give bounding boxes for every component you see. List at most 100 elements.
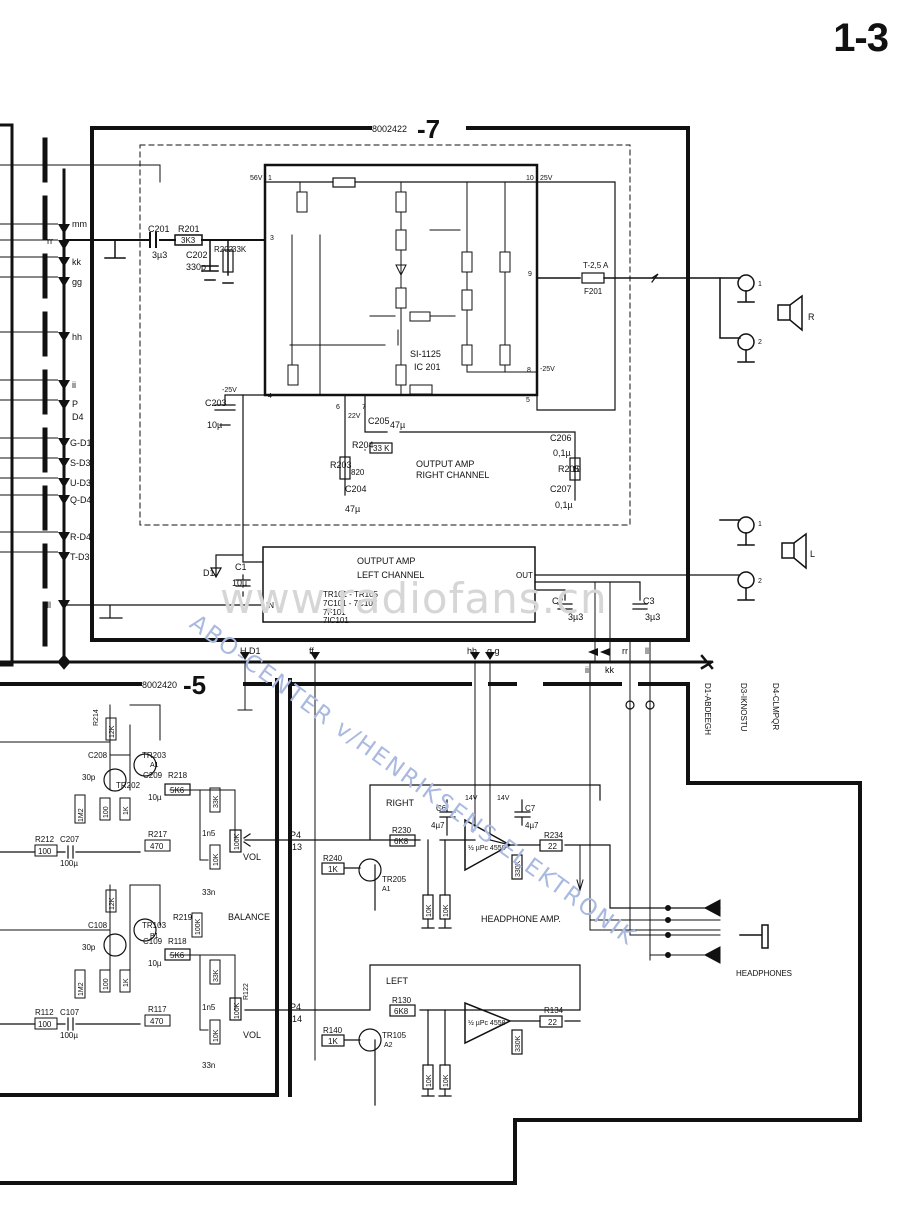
svg-text:4: 4 <box>268 393 272 400</box>
r205-ref: R205 <box>558 464 580 474</box>
c107-ref: C107 <box>60 1008 80 1017</box>
r134-val: 22 <box>548 1018 557 1027</box>
opamp-right <box>464 818 512 872</box>
r132-val: 10K <box>443 1074 450 1087</box>
r221-val: 10K <box>213 853 220 866</box>
r130-val: 6K8 <box>394 1007 409 1016</box>
ic201-pin10v: 25V <box>540 175 553 182</box>
r133-val: 330K <box>515 1035 522 1052</box>
r117-val: 470 <box>150 1017 164 1026</box>
bus-label-ll: ll <box>47 600 51 610</box>
svg-text:8: 8 <box>527 367 531 374</box>
c208-ref: C208 <box>88 751 108 760</box>
c3-ref: C3 <box>643 596 655 606</box>
label-p4-14: 14 <box>292 1014 302 1024</box>
label-p4-13: 13 <box>292 842 302 852</box>
r217-ref: R217 <box>148 830 168 839</box>
bus-label-kk: kk <box>72 257 82 267</box>
r234-ref: R234 <box>544 831 564 840</box>
tr203-ref: TR203 <box>142 751 167 760</box>
d1-ref: D1 <box>203 568 215 578</box>
tr102-symbol <box>103 933 127 957</box>
block7-ref: 8002422 <box>372 124 407 134</box>
r205-val: 10 <box>572 465 581 474</box>
r118-val: 5K6 <box>170 951 185 960</box>
bus-label-s-d3: S-D3 <box>70 458 91 468</box>
label-headphone-amp: HEADPHONE AMP. <box>481 914 561 924</box>
svg-text:3: 3 <box>270 235 274 242</box>
bus-bottom-rr: rr <box>622 646 628 656</box>
svg-text:6: 6 <box>336 404 340 411</box>
opamp-left <box>464 1001 512 1045</box>
bus-bottom-ii: ii <box>585 665 589 675</box>
bus-label-r-d4: R-D4 <box>70 532 91 542</box>
r204-ref: R204 <box>352 440 374 450</box>
r240-val: 1K <box>328 865 338 874</box>
c7-ref: C7 <box>525 804 536 813</box>
c108-ref: C108 <box>88 921 108 930</box>
c207b-val: 100µ <box>60 859 78 868</box>
label-p4-left: P4 <box>290 1002 301 1012</box>
r115-val: 100 <box>103 978 110 990</box>
block5-ref: 8002420 <box>142 680 177 690</box>
r201-body <box>174 234 203 246</box>
r202-ref: R202 <box>214 245 234 254</box>
r216-val: 1K <box>123 806 130 815</box>
r232-val: 10K <box>443 904 450 917</box>
svg-text:9: 9 <box>528 271 532 278</box>
r120-val: 33K <box>213 969 220 982</box>
tr203-val: A1 <box>150 762 159 769</box>
c1-val: 10µ <box>232 578 247 588</box>
bus-label-hh: hh <box>72 332 82 342</box>
r201-val: 3K3 <box>181 236 196 245</box>
r213-val: 1M2 <box>78 808 85 822</box>
c3-val: 3µ3 <box>645 612 660 622</box>
r222-val: 100K <box>234 833 241 850</box>
block7-number: -7 <box>417 114 440 144</box>
r204-val: 33 K <box>373 444 390 453</box>
bus-arrows <box>58 224 610 660</box>
page-number: 1-3 <box>833 16 889 60</box>
r112-val: 100 <box>38 1020 52 1029</box>
svg-text:10: 10 <box>526 175 534 182</box>
legend-d4: D4-CLMPQR <box>771 683 780 730</box>
bus-label-t-d3: T-D3 <box>70 552 90 562</box>
r122-ref: R122 <box>243 983 250 1000</box>
label-vol-right: VOL <box>243 852 261 862</box>
c6-ref: C6 <box>436 804 447 813</box>
r201-ref: R201 <box>178 224 200 234</box>
tr205-symbol <box>358 858 382 882</box>
tr105-symbol <box>358 1028 382 1052</box>
tr205-val: A1 <box>382 886 391 893</box>
label-vol-left: VOL <box>243 1030 261 1040</box>
tr202-ref: TR202 <box>116 781 141 790</box>
r219-val: 100K <box>195 918 202 935</box>
r233-val: 330K <box>515 860 522 877</box>
c7-val: 4µ7 <box>525 821 539 830</box>
r114-val: 12K <box>109 897 116 910</box>
bus-label-d4: D4 <box>72 412 84 422</box>
c207-ref: C207 <box>550 484 572 494</box>
c208-val: 30p <box>82 773 96 782</box>
svg-text:1: 1 <box>268 175 272 182</box>
c2-ref: C2 <box>552 596 564 606</box>
r113-val: 1M2 <box>78 982 85 996</box>
bus-label-gg: gg <box>72 277 82 287</box>
left-amp-box <box>262 546 536 623</box>
c2-val: 3µ3 <box>568 612 583 622</box>
r230-ref: R230 <box>392 826 412 835</box>
ic201-v22: 22V <box>348 413 361 420</box>
tr103-symbol <box>133 918 157 942</box>
jack-l-pin2: 2 <box>758 578 762 585</box>
r212-ref: R212 <box>35 835 55 844</box>
r215-val: 100 <box>103 806 110 818</box>
bus-bottom-gg: g g <box>487 646 500 656</box>
ic201-caption2: RIGHT CHANNEL <box>416 470 489 480</box>
jack-r-pin2: 2 <box>758 339 762 346</box>
label-right: RIGHT <box>386 798 415 808</box>
c202-ref: C202 <box>186 250 208 260</box>
block5-number: -5 <box>183 670 206 700</box>
jack-l-pin1: 1 <box>758 521 762 528</box>
bus-label-u-d3: U-D3 <box>70 478 91 488</box>
